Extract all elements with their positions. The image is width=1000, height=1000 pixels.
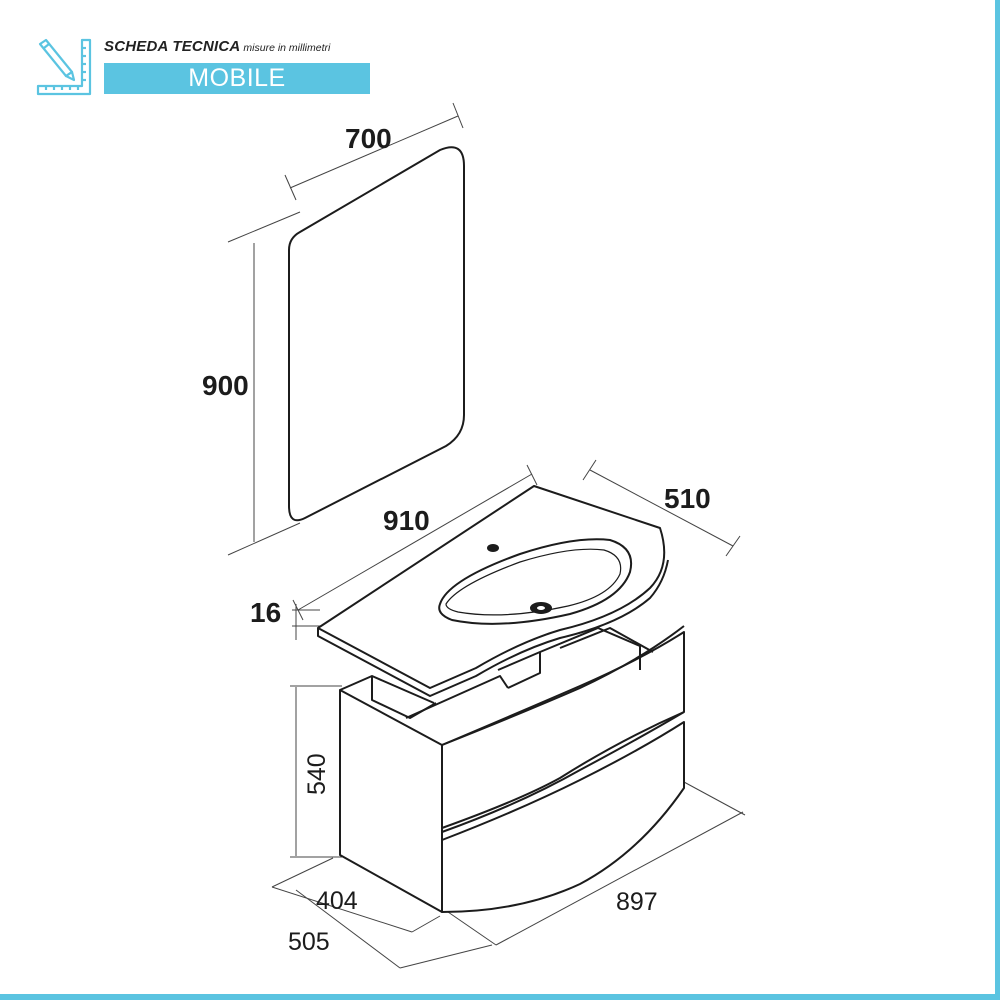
dim-top-thickness: 16 <box>250 597 281 628</box>
dim-mirror-width: 700 <box>345 123 392 154</box>
dim-top-width: 910 <box>383 505 430 536</box>
dim-cabinet-height: 540 <box>303 753 331 795</box>
header-subtitle: misure in millimetri <box>243 42 331 54</box>
dim-mirror-height: 900 <box>202 370 249 401</box>
section-badge: MOBILE <box>104 63 370 94</box>
dim-cabinet-width: 897 <box>616 888 658 916</box>
header-title: SCHEDA TECNICA <box>104 38 241 55</box>
dim-cabinet-depth: 505 <box>288 928 330 956</box>
ruler-pencil-icon <box>36 38 92 96</box>
section-badge-label: MOBILE <box>188 64 286 92</box>
dimension-lines <box>227 102 746 969</box>
dim-cabinet-inner-depth: 404 <box>316 887 358 915</box>
cabinet <box>339 625 685 913</box>
dim-top-depth: 510 <box>664 483 711 514</box>
mirror <box>288 146 465 522</box>
vanity-top <box>317 485 669 697</box>
